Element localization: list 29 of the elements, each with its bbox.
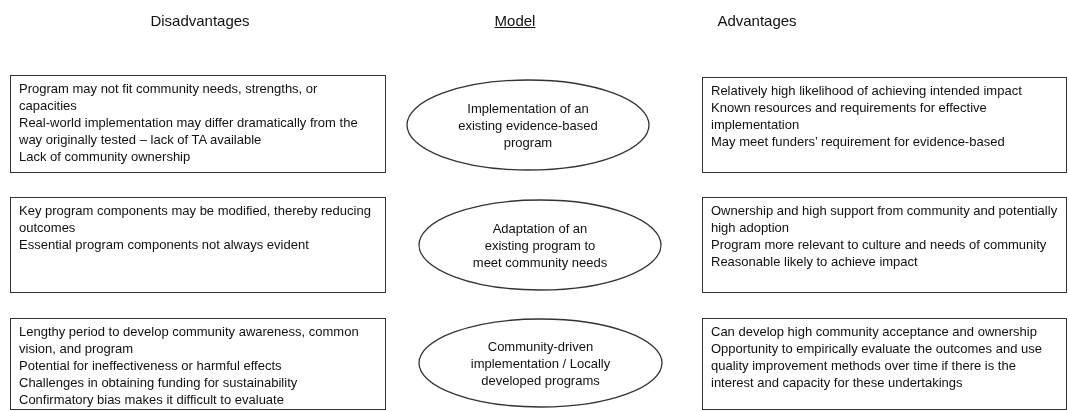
list-item: May meet funders’ requirement for evidence-based: [711, 133, 1006, 150]
text-box: [10, 197, 386, 293]
list-item: Ownership and high support from community and potentially high adoption: [711, 202, 1058, 236]
list-item: Program more relevant to culture and needs of community: [711, 236, 1048, 253]
text-box: [702, 77, 1067, 173]
column-heading: Model: [494, 12, 536, 29]
text-box: [10, 75, 386, 173]
list-item: Potential for ineffectiveness or harmful effects: [19, 357, 283, 374]
text-box: [702, 318, 1067, 410]
model-name: Adaptation of an existing program to meet community needs: [471, 219, 609, 271]
list-item: Key program components may be modified, thereby reducing outcomes: [19, 202, 372, 236]
list-item: Challenges in obtaining funding for sustainability: [19, 374, 299, 391]
list-item: Lengthy period to develop community awareness, common vision, and program: [19, 323, 360, 357]
list-item: Opportunity to empirically evaluate the outcomes and use quality improvement methods over time if there is the interest and capacity for these undertakings: [711, 340, 1043, 391]
list-item: Reasonable likely to achieve impact: [711, 253, 919, 270]
list-item: Known resources and requirements for effective implementation: [711, 99, 988, 133]
column-heading: Advantages: [717, 12, 797, 29]
list-item: Relatively high likelihood of achieving intended impact: [711, 82, 1023, 99]
list-item: Lack of community ownership: [19, 148, 192, 165]
list-item: Real-world implementation may differ dramatically from the way originally tested – lack of TA available: [19, 114, 359, 148]
list-item: Program may not fit community needs, strengths, or capacities: [19, 80, 319, 114]
column-heading: Disadvantages: [150, 12, 250, 29]
list-item: Essential program components not always evident: [19, 236, 310, 253]
list-item: Confirmatory bias makes it difficult to evaluate: [19, 391, 285, 408]
model-name: Community-driven implementation / Locally developed programs: [470, 337, 611, 389]
list-item: Can develop high community acceptance and ownership: [711, 323, 1038, 340]
model-name: Implementation of an existing evidence-based program: [458, 99, 598, 151]
text-box: [702, 197, 1067, 293]
text-box: [10, 318, 386, 410]
